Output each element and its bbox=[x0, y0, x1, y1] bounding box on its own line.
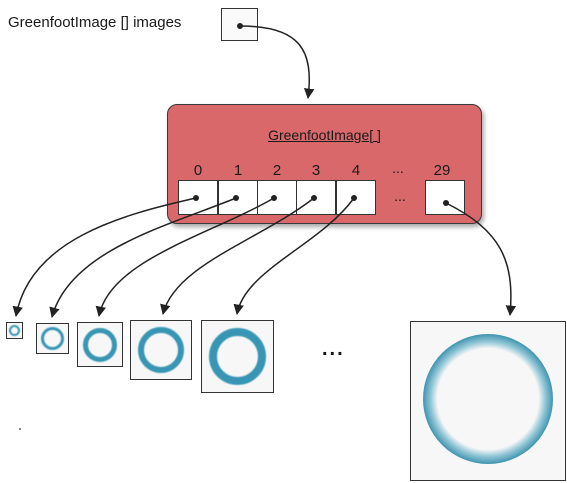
array-cell-3 bbox=[296, 180, 336, 215]
array-cell-1 bbox=[218, 180, 258, 215]
array-cell-ellipsis: ... bbox=[394, 188, 406, 204]
ring-image-29 bbox=[423, 334, 553, 464]
array-type-label: GreenfootImage[ ] bbox=[268, 127, 381, 143]
variable-declaration-label: GreenfootImage [] images bbox=[8, 14, 182, 31]
image-frame-0 bbox=[6, 322, 23, 339]
array-index-2: 2 bbox=[272, 162, 282, 179]
ring-image-1 bbox=[41, 327, 64, 350]
image-frame-3 bbox=[130, 320, 192, 380]
array-cell-0 bbox=[178, 180, 218, 215]
array-cell-4 bbox=[336, 180, 376, 215]
array-index-0: 0 bbox=[193, 162, 203, 179]
image-row-ellipsis: ... bbox=[322, 338, 345, 360]
scan-speck bbox=[19, 428, 21, 430]
ring-image-2 bbox=[83, 328, 117, 362]
ring-image-3 bbox=[138, 327, 184, 373]
array-index-ellipsis: ... bbox=[392, 160, 404, 176]
ring-image-0 bbox=[9, 325, 20, 336]
image-frame-29 bbox=[410, 321, 566, 481]
images-reference-box bbox=[221, 8, 258, 41]
array-index-1: 1 bbox=[233, 162, 243, 179]
array-index-last: 29 bbox=[433, 162, 451, 179]
array-cell-29 bbox=[425, 180, 465, 215]
array-index-3: 3 bbox=[311, 162, 321, 179]
ring-image-4 bbox=[209, 328, 266, 385]
image-frame-2 bbox=[77, 322, 123, 367]
image-frame-4 bbox=[201, 320, 274, 393]
image-frame-1 bbox=[36, 323, 69, 354]
array-index-4: 4 bbox=[351, 162, 361, 179]
array-cell-2 bbox=[257, 180, 297, 215]
